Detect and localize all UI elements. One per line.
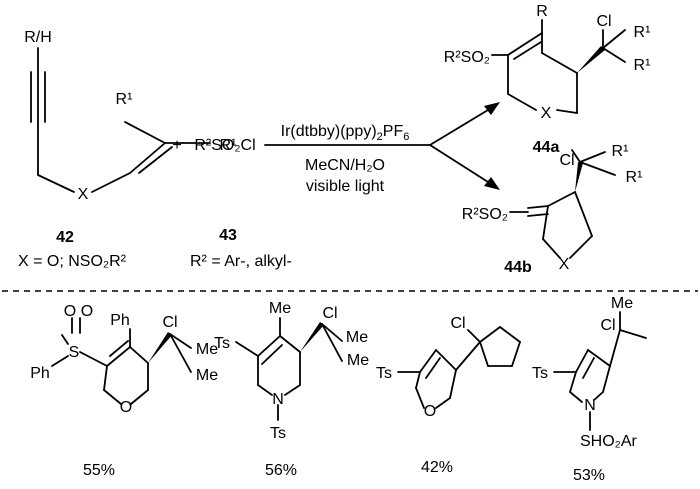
tosyl-left-label: Ts: [214, 335, 230, 352]
r1-label-b: R¹: [626, 169, 643, 186]
cl-label: Cl: [162, 314, 177, 331]
sulfonyl-aryl-label: SHO₂Ar: [580, 433, 638, 450]
methyl-label: Me: [611, 295, 633, 312]
example-1: O O S Ph Ph Cl Me Me O 55%: [30, 303, 218, 479]
r-label: R: [536, 3, 548, 20]
ring-oxygen-label: O: [120, 399, 132, 416]
sulfur-label: S: [69, 344, 80, 361]
methyl-top-label: Me: [269, 300, 291, 317]
compound-43: + R²SO₂Cl 43: [172, 137, 255, 244]
cl-label: Cl: [559, 152, 574, 169]
cl-label: Cl: [322, 305, 337, 322]
product-44b: Cl R¹ R¹ R²SO₂ X 44b: [462, 143, 643, 276]
catalyst-label: Ir(dtbby)(ppy)2PF6: [281, 123, 410, 143]
r1-label-a: R¹: [634, 24, 651, 41]
cl-label: Cl: [600, 317, 615, 334]
ring-nitrogen-label: N: [584, 397, 596, 414]
example-4: Ts Me Cl N SHO₂Ar 53%: [532, 295, 647, 484]
methyl-1-label: Me: [346, 329, 368, 346]
x-definition: X = O; NSO₂R²: [18, 253, 127, 270]
ring-nitrogen-label: N: [272, 391, 284, 408]
r1-label-top: R¹: [116, 91, 133, 108]
yield-label: 53%: [573, 467, 605, 484]
sulfonyl-chloride-formula: R²SO₂Cl: [194, 137, 255, 154]
r2-definition: R² = Ar-, alkyl-: [190, 253, 292, 270]
r1-label-b: R¹: [634, 57, 651, 74]
reaction-arrow: [264, 102, 500, 190]
r-h-label: R/H: [24, 29, 52, 46]
methyl-2-label: Me: [347, 352, 369, 369]
r1-label-a: R¹: [612, 143, 629, 160]
example-3: Ts Cl O 42%: [376, 315, 521, 476]
sulfonyl-label: R²SO₂: [444, 49, 490, 66]
example-2: Ts Me Cl Me Me N Ts 56%: [214, 300, 369, 479]
product-44a-id: 44a: [533, 139, 560, 156]
ring-oxygen-label: O: [424, 403, 436, 420]
tosyl-label: Ts: [532, 365, 548, 382]
product-44b-id: 44b: [504, 259, 532, 276]
yield-label: 42%: [421, 459, 453, 476]
x-label: X: [559, 256, 570, 273]
compound-42: R/H R¹ R¹ X 42: [24, 29, 236, 246]
methyl-1-label: Me: [196, 341, 218, 358]
sulfonyl-label: R²SO₂: [462, 206, 508, 223]
cl-label: Cl: [450, 315, 465, 332]
yield-label: 56%: [265, 462, 297, 479]
light-label: visible light: [306, 178, 385, 195]
plus-sign: +: [172, 137, 181, 154]
r1-label-right: R¹: [220, 137, 237, 154]
methyl-2-label: Me: [196, 367, 218, 384]
x-label: X: [541, 105, 552, 122]
phenyl-s-label: Ph: [30, 365, 50, 382]
cl-label: Cl: [596, 13, 611, 30]
tosyl-n-label: Ts: [270, 425, 286, 442]
compound-42-id: 42: [56, 229, 74, 246]
phenyl-top-label: Ph: [110, 312, 130, 329]
yield-label: 55%: [83, 462, 115, 479]
sulfonyl-o-1: O: [64, 303, 76, 320]
solvent-label: MeCN/H₂O: [305, 157, 385, 174]
compound-43-id: 43: [219, 227, 237, 244]
tosyl-label: Ts: [376, 365, 392, 382]
sulfonyl-o-2: O: [81, 303, 93, 320]
product-44a: R Cl R¹ R¹ R²SO₂ X 44a: [444, 3, 651, 156]
x-label: X: [78, 186, 89, 203]
